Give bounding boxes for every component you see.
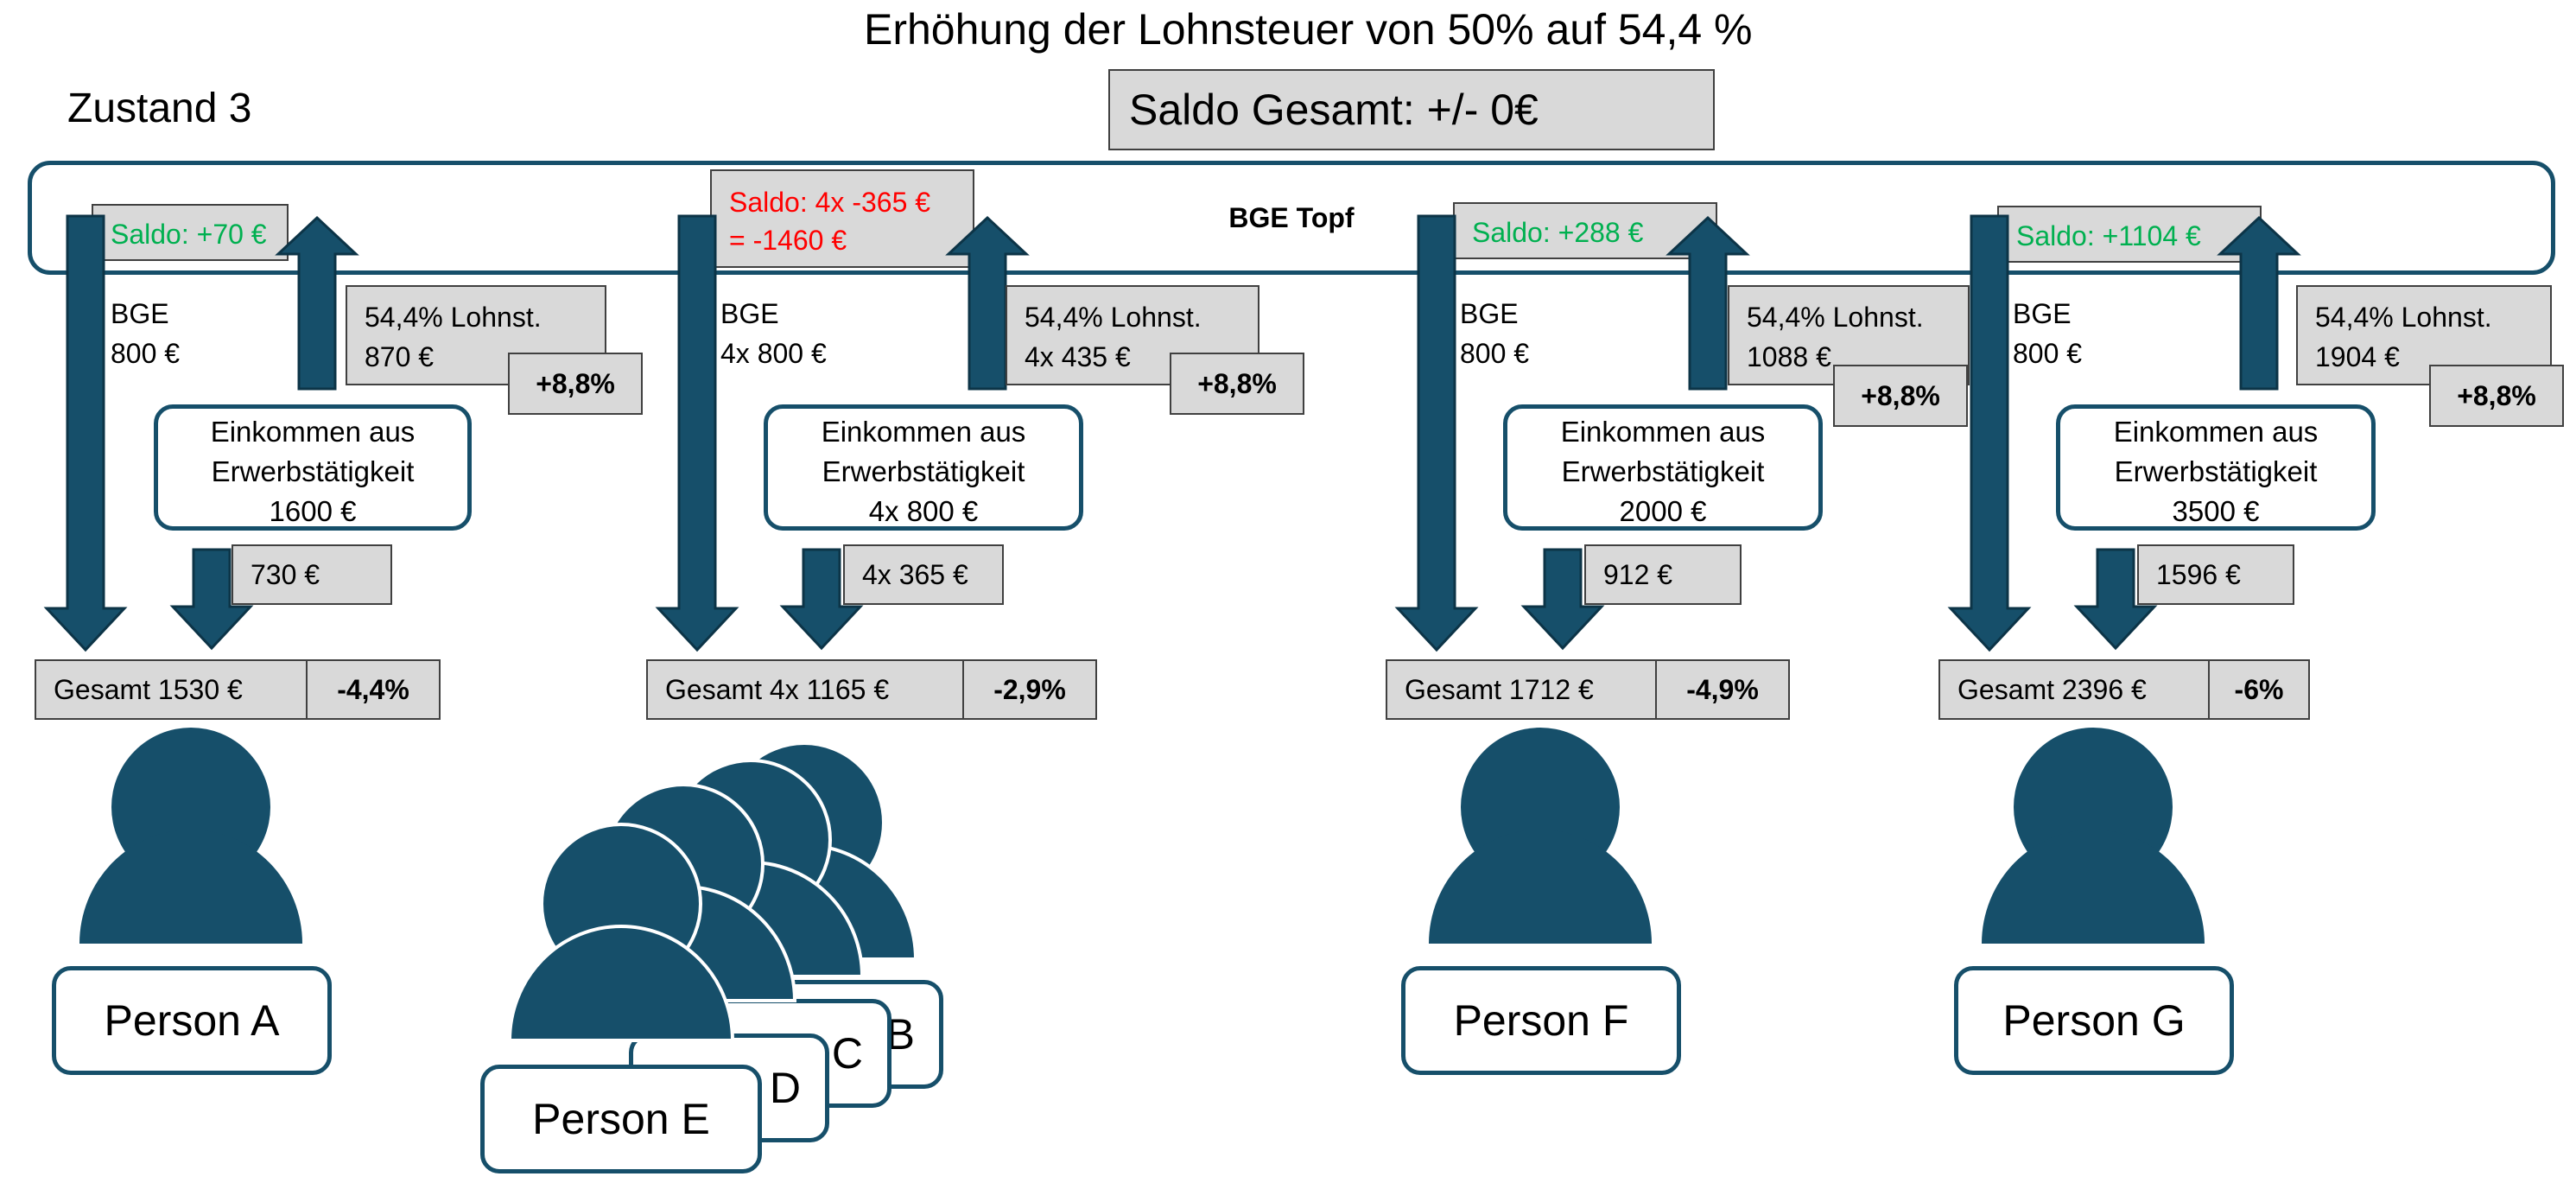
net-box-g: 1596 € xyxy=(2137,544,2294,605)
net-down-arrow-a xyxy=(169,548,254,651)
bge-down-arrow-f xyxy=(1394,214,1479,652)
saldo-box-g: Saldo: +1104 € xyxy=(1997,206,2262,263)
tax-up-arrow-bcde xyxy=(945,215,1030,391)
tax-up-arrow-a xyxy=(275,215,359,391)
tax-change-a: +8,8% xyxy=(508,353,643,415)
net-down-arrow-f xyxy=(1520,548,1605,651)
person-box-f: Person F xyxy=(1401,966,1681,1075)
person-box-e: Person E xyxy=(480,1065,762,1173)
total-box-a: Gesamt 1530 € xyxy=(35,659,308,720)
total-change-bcde: -2,9% xyxy=(962,659,1097,720)
total-box-bcde: Gesamt 4x 1165 € xyxy=(646,659,964,720)
person-icon-f xyxy=(1429,728,1652,944)
net-down-arrow-bcde xyxy=(779,548,864,651)
total-change-a: -4,4% xyxy=(306,659,441,720)
saldo-box-a: Saldo: +70 € xyxy=(92,204,289,261)
total-change-g: -6% xyxy=(2208,659,2310,720)
tax-box-a: 54,4% Lohnst.870 € xyxy=(346,285,606,385)
saldo-box-f: Saldo: +288 € xyxy=(1453,202,1717,259)
tax-change-g: +8,8% xyxy=(2429,365,2564,427)
net-down-arrow-g xyxy=(2073,548,2158,651)
total-box-f: Gesamt 1712 € xyxy=(1386,659,1657,720)
person-box-a: Person A xyxy=(52,966,332,1075)
saldo-total-box: Saldo Gesamt: +/- 0€ xyxy=(1108,69,1715,150)
total-box-g: Gesamt 2396 € xyxy=(1938,659,2210,720)
person-icon-a xyxy=(79,728,302,944)
net-box-bcde: 4x 365 € xyxy=(843,544,1004,605)
saldo-box-bcde: Saldo: 4x -365 €= -1460 € xyxy=(710,169,974,268)
tax-change-bcde: +8,8% xyxy=(1170,353,1304,415)
person-icon-e xyxy=(508,823,734,1042)
bge-down-arrow-bcde xyxy=(655,214,739,652)
person-box-g: Person G xyxy=(1954,966,2234,1075)
tax-up-arrow-f xyxy=(1666,215,1750,391)
tax-up-arrow-g xyxy=(2217,215,2301,391)
total-change-f: -4,9% xyxy=(1655,659,1790,720)
person-icon-g xyxy=(1982,728,2205,944)
tax-box-g: 54,4% Lohnst.1904 € xyxy=(2296,285,2552,385)
bge-pot-label: BGE Topf xyxy=(1228,202,1355,233)
page-title: Erhöhung der Lohnsteuer von 50% auf 54,4… xyxy=(864,5,1753,54)
net-box-a: 730 € xyxy=(232,544,392,605)
bge-down-arrow-a xyxy=(43,214,128,652)
tax-change-f: +8,8% xyxy=(1833,365,1968,427)
net-box-f: 912 € xyxy=(1584,544,1742,605)
state-label: Zustand 3 xyxy=(67,86,252,131)
bge-down-arrow-g xyxy=(1947,214,2032,652)
